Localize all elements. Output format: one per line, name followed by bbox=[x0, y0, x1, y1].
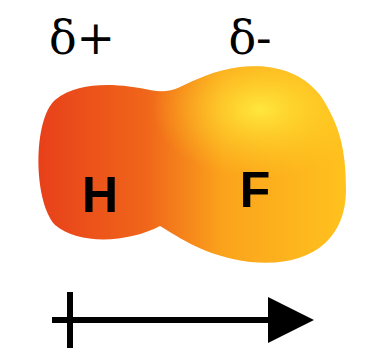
arrow-head bbox=[268, 297, 314, 343]
dipole-cross bbox=[67, 292, 73, 348]
partial-charge: δ- bbox=[228, 15, 271, 61]
blob-outline bbox=[30, 60, 355, 270]
partial-charge: δ+ bbox=[49, 15, 115, 61]
fluorine-symbol: F bbox=[240, 165, 271, 215]
hydrogen-symbol: H bbox=[82, 170, 118, 220]
dipole-shaft bbox=[52, 317, 280, 323]
molecule-blob: HF bbox=[30, 60, 355, 270]
